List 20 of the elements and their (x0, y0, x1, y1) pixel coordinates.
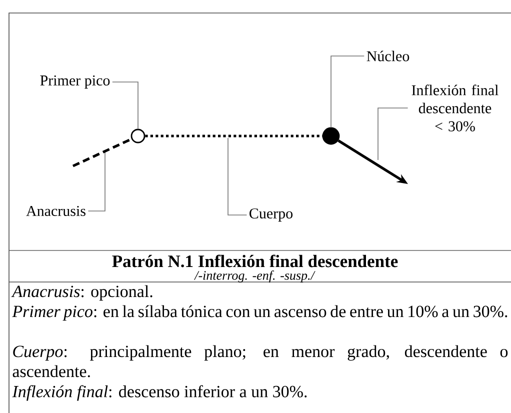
callout-label: Cuerpo (250, 208, 293, 222)
filled-circle-marker (322, 127, 340, 145)
table-subtitle: /-interrog. -enf. -susp./ (194, 270, 316, 282)
callout-label: Núcleo (366, 50, 410, 62)
open-circle-marker (130, 128, 146, 144)
leader-line (228, 138, 248, 216)
leader-line (330, 56, 365, 128)
dotted-contour-line (145, 134, 322, 138)
dashed-contour-line (72, 138, 132, 168)
callout-label: Primer pico (40, 75, 110, 89)
table-title: Patrón N.1 Inflexión final descendente (112, 254, 398, 268)
callout-label: Anacrusis (26, 206, 86, 216)
leader-line (88, 152, 106, 212)
description-text: Cuerpo: principalmente plano; en menor grado, descendente o ascendente. (12, 345, 508, 378)
description-text: Anacrusis: opcional. (11, 285, 152, 301)
description-text: Inflexión final: descenso inferior a un 30%. (12, 385, 307, 401)
callout-label: Inflexión final descendente < 30% (412, 84, 498, 132)
description-text: Primer pico: en la sílaba tónica con un ascenso de entre un 10% a un 30%. (12, 305, 508, 321)
leader-line (378, 108, 408, 160)
leader-line (112, 82, 138, 130)
